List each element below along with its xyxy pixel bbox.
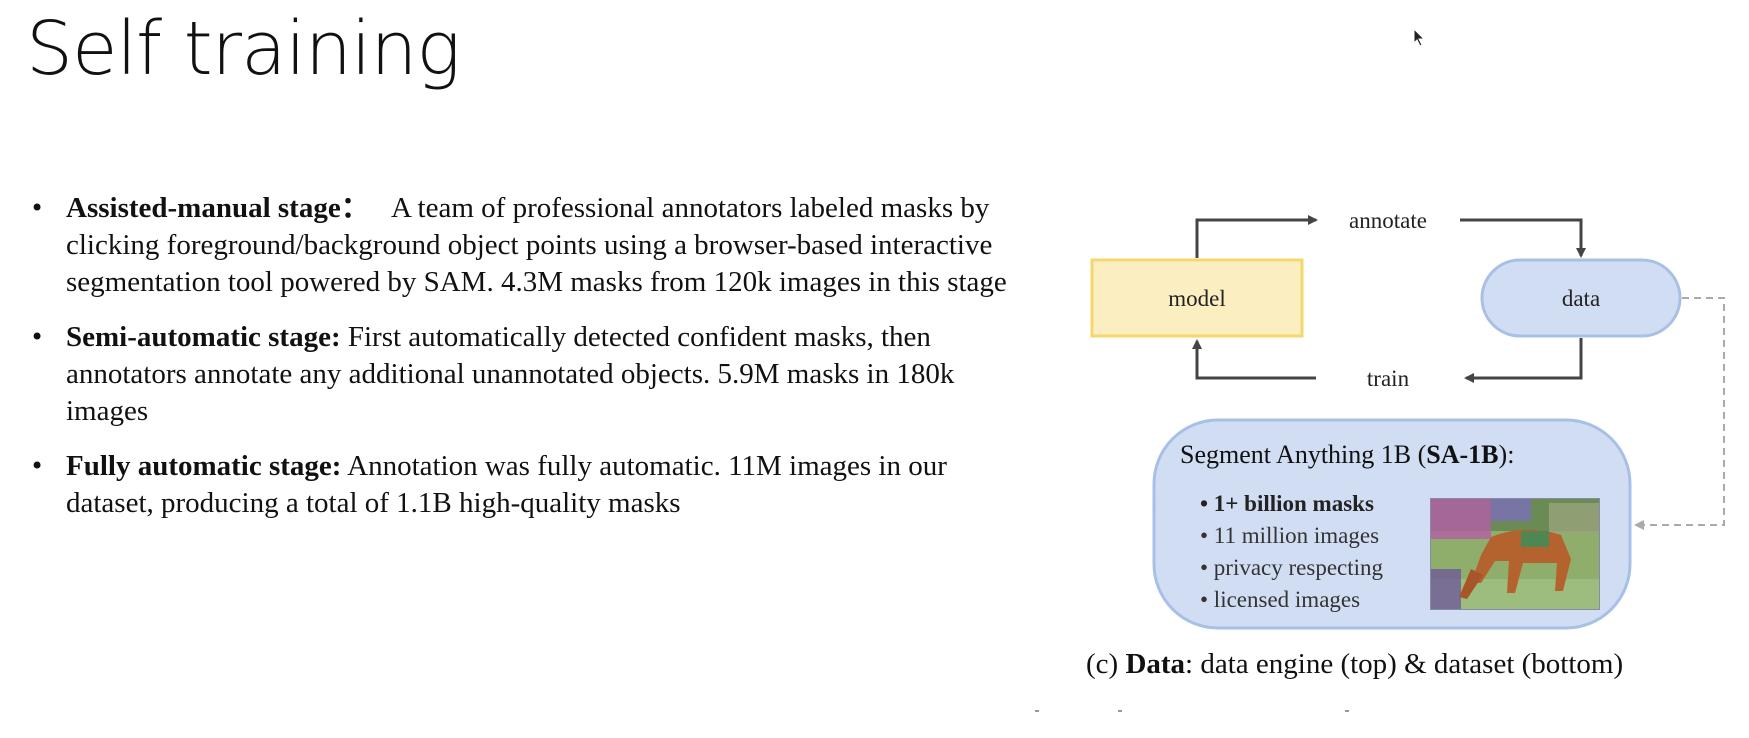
bullet-list: • Assisted-manual stage： A team of profe… [22,190,1012,540]
dataset-item-privacy: • privacy respecting [1200,555,1384,580]
bullet-heading: Semi-automatic stage: [66,321,341,353]
dataset-item-licensed: • licensed images [1200,587,1361,612]
bullet-dot-icon: • [30,452,45,480]
stray-mark [1345,710,1349,712]
bullet-fully-automatic: • Fully automatic stage: Annotation was … [22,448,1012,522]
annotate-label: annotate [1349,208,1427,233]
figure-caption: (c) Data: data engine (top) & dataset (b… [1086,648,1624,680]
bullet-text: Annotation was fully automatic. 11M imag… [66,450,947,519]
train-arrow-right [1464,338,1583,383]
data-node [1480,258,1682,338]
dataset-item-masks: • 1+ billion masks [1200,491,1374,516]
bullet-text: First automatically detected confident m… [66,321,955,427]
data-label: data [1562,286,1600,311]
bullet-dot-icon: • [30,323,45,351]
annotate-arrow-right [1460,218,1586,258]
horse-segmentation-thumbnail [1430,498,1600,610]
data-engine-diagram: model data annotate train [1090,208,1725,630]
stray-mark [1035,710,1039,712]
data-engine-figure: model data annotate train Segment Anythi… [1080,180,1725,700]
train-label: train [1367,366,1410,391]
bullet-heading: Assisted-manual stage： [66,192,370,224]
train-arrow-left [1192,339,1316,380]
dataset-feature-list: • 1+ billion masks • 11 million images •… [1200,488,1383,616]
dataset-title: Segment Anything 1B (SA-1B): [1180,440,1515,469]
model-label: model [1168,286,1226,311]
bullet-text: A team of professional annotators labele… [66,192,1007,298]
stray-mark [1118,710,1122,712]
bullet-dot-icon: • [30,194,45,222]
dataset-item-images: • 11 million images [1200,523,1380,548]
slide-title: Self training [26,6,461,92]
annotate-arrow-left [1195,215,1318,258]
bullet-assisted-manual: • Assisted-manual stage： A team of profe… [22,190,1012,301]
bullet-heading: Fully automatic stage: [66,450,342,482]
bullet-semi-automatic: • Semi-automatic stage: First automatica… [22,319,1012,430]
dashed-connector [1634,297,1725,530]
mouse-cursor-icon [1413,28,1426,47]
model-node [1090,258,1304,338]
